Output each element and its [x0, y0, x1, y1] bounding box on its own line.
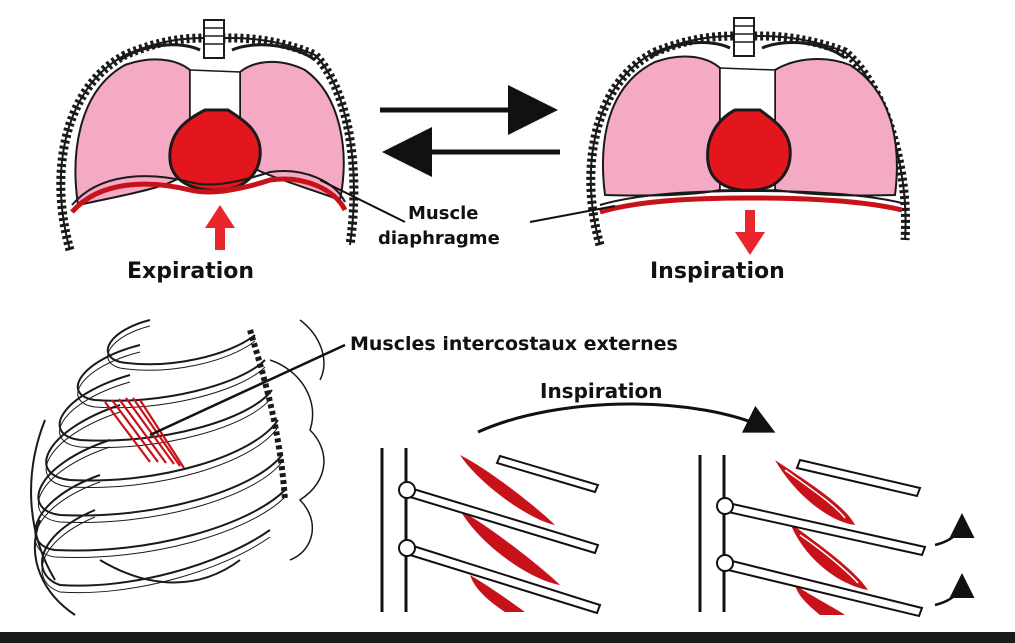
right-lung: [774, 58, 898, 197]
ribcage-side-view: [30, 319, 325, 616]
diaphragm-expiration: [70, 176, 348, 214]
heart-icon: [706, 108, 792, 192]
label-diaphragm-line1: Muscle: [408, 203, 479, 224]
small-up-arrow-icon: [934, 573, 975, 607]
curved-arrow-icon: [477, 402, 776, 434]
label-inspiration-top: Inspiration: [650, 259, 785, 284]
label-diaphragm-line2: diaphragme: [378, 228, 500, 249]
rib-mechanism-inspiration: [698, 455, 975, 618]
label-intercostal: Muscles intercostaux externes: [350, 333, 678, 355]
thorax-expiration: [56, 19, 359, 252]
bottom-bar: [0, 632, 1015, 643]
label-inspiration-bottom: Inspiration: [540, 379, 663, 403]
left-lung: [74, 58, 191, 207]
left-lung: [602, 55, 721, 197]
diaphragm-inspiration: [599, 195, 903, 215]
label-expiration: Expiration: [127, 259, 254, 284]
thorax-inspiration: [586, 17, 911, 255]
arrow-down-icon: [735, 210, 765, 255]
rib-mechanism-rest: [380, 448, 602, 615]
arrow-up-icon: [205, 205, 235, 250]
small-up-arrow-icon: [934, 513, 975, 547]
